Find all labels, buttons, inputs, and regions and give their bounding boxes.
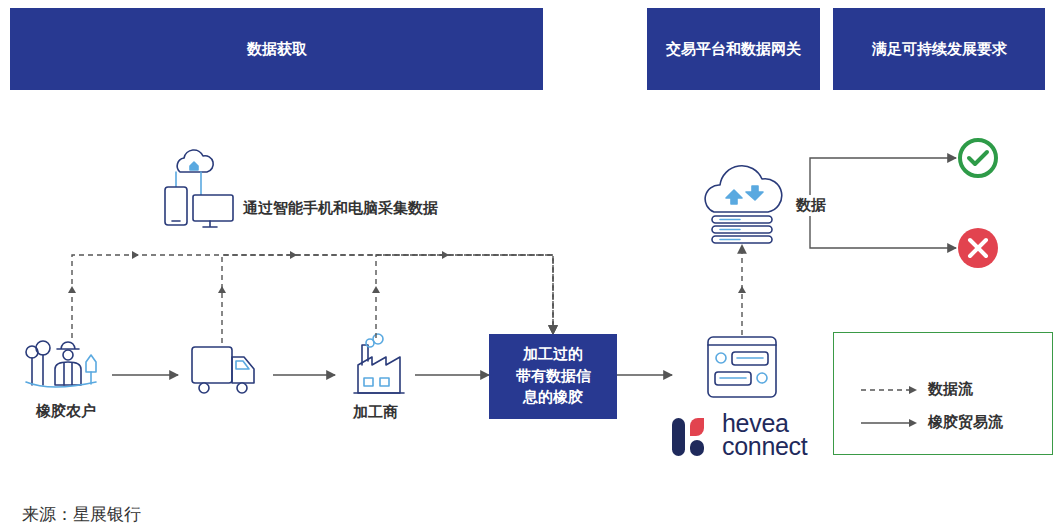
header-band: 数据获取 [10,8,543,90]
factory-icon [354,334,404,393]
data-flow-line [222,255,553,343]
node-text: 加工过的 带有数据信 息的橡胶 [497,344,609,409]
trade-flow-arrow [810,158,956,205]
node-text: 满足可持续发展要求 [872,39,1007,60]
cross-icon [958,228,998,268]
node-text: 数据 [795,195,827,216]
data-flow-line [741,245,742,335]
header-band: 交易平台和数据网关 [647,8,820,90]
header-band: 满足可持续发展要求 [833,8,1045,90]
reject-node [956,226,1000,270]
legend-box: 数据流橡胶贸易流 [833,332,1053,455]
check-icon [960,140,996,176]
cloud-server-icon [705,166,782,243]
legend-sample [860,417,918,429]
platform-icon [708,337,776,397]
trade-flow-arrow [810,205,956,248]
legend-row: 橡胶贸易流 [860,412,1003,433]
farmer-node: 橡胶农户 [20,338,112,422]
logo-wordmark: hevea connect [722,412,814,460]
platform-node: hevea connect [672,335,810,463]
annotation-text: 通过智能手机和电脑采集数据 [243,198,438,219]
legend-text: 数据流 [928,379,973,400]
truck-icon [192,347,254,393]
trade-flow-arrow [273,374,335,375]
flow-arrowheads [68,251,746,293]
approve-node [956,136,1000,180]
node-text: 加工商 [353,402,398,423]
devices-icon [165,150,233,227]
node-text: 交易平台和数据网关 [666,39,801,60]
farmer-icon [26,341,96,387]
legend-text: 橡胶贸易流 [928,412,1003,433]
node-text: 数据获取 [247,39,307,60]
node-text: 橡胶农户 [36,401,96,422]
logo-mark [672,418,704,456]
caption: 来源：星展银行 [22,503,141,526]
trade-flow-arrow [112,374,178,375]
data-flow-line [376,255,553,338]
processor-node: 加工商 [335,338,415,423]
cloud-node: 数据 [700,145,810,245]
legend-row: 数据流 [860,379,973,400]
trade-flow-arrow [415,374,489,375]
data-flow-line [72,255,553,338]
truck-node [178,343,273,395]
trade-flow-arrow [617,374,672,375]
legend-sample [860,384,918,396]
process-box: 加工过的 带有数据信 息的橡胶 [489,334,617,419]
